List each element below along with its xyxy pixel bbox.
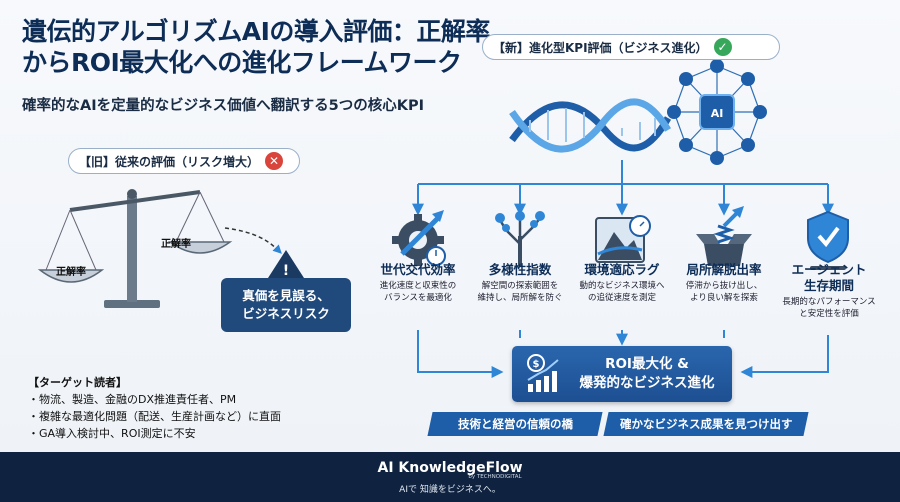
check-icon: ✓: [713, 38, 732, 56]
kpi-desc: 長期的なパフォーマンス: [782, 297, 876, 307]
new-eval-pill: 【新】進化型KPI評価（ビジネス進化） ✓: [482, 34, 780, 60]
kpi-adaptation-lag: 環境適応ラグ 動的なビジネス環境への追従速度を測定: [572, 262, 672, 304]
banner-text: 確かなビジネス成果を見つけ出す: [619, 417, 793, 431]
roi-box: $ ROI最大化 & 爆発的なビジネス進化: [512, 346, 732, 402]
banner-text: 技術と経営の信頼の橋: [457, 417, 573, 431]
scale-right-label: 正解率: [161, 237, 191, 250]
kpi-title: 環境適応ラグ: [584, 262, 660, 277]
warning-icon: !: [268, 250, 304, 279]
kpi-desc: より良い解を探索: [690, 293, 758, 303]
kpi-desc: 停滞から抜け出し、: [685, 281, 763, 291]
mountain-clock-icon: [595, 215, 651, 263]
kpi-desc: の追従速度を測定: [587, 293, 656, 303]
target-readers: 【ターゲット読者】 ・物流、製造、金融のDX推進責任者、PM ・複雑な最適化問題…: [28, 374, 358, 442]
kpi-diversity-index: 多様性指数 解空間の探索範囲を維持し、局所解を防ぐ: [470, 262, 570, 304]
target-heading: 【ターゲット読者】: [28, 376, 127, 389]
target-item: ・物流、製造、金融のDX推進責任者、PM: [28, 393, 237, 406]
page-title: 遺伝的アルゴリズムAIの導入評価：正解率からROI最大化への進化フレームワーク: [22, 17, 490, 77]
cross-icon: ✕: [265, 152, 284, 170]
kpi-desc: 動的なビジネス環境へ: [579, 281, 665, 291]
kpi-title-2: 生存期間: [803, 278, 854, 293]
diagram-graphics: AI !: [37, 59, 849, 378]
shield-check-icon: [807, 210, 849, 270]
box-spring-icon: [696, 206, 752, 266]
page-subtitle: 確率的なAIを定量的なビジネス価値へ翻訳する5つの核心KPI: [22, 98, 424, 114]
kpi-title: 局所解脱出率: [686, 262, 762, 277]
kpi-title: エージェント: [791, 262, 867, 277]
kpi-local-escape-rate: 局所解脱出率 停滞から抜け出し、より良い解を探索: [674, 262, 774, 304]
kpi-title: 世代交代効率: [380, 262, 456, 277]
kpi-desc: 維持し、局所解を防ぐ: [477, 293, 563, 303]
balance-scale-icon: 正解率 正解率: [37, 189, 233, 308]
warning-line-2: ビジネスリスク: [242, 306, 330, 321]
kpi-desc: 進化速度と収束性の: [379, 281, 457, 291]
dollar-growth-icon: $: [527, 354, 559, 392]
tree-icon: [495, 211, 545, 266]
dna-helix-icon: [509, 98, 672, 153]
business-risk-box: 真価を見誤る、 ビジネスリスク: [221, 278, 351, 332]
roi-line-1: ROI最大化 &: [605, 356, 689, 372]
old-eval-pill: 【旧】従来の評価（リスク増大） ✕: [68, 148, 300, 174]
target-item: ・複雑な最適化問題（配送、生産計画など）に直面: [28, 410, 281, 423]
footer-brand: AI KnowledgeFlow: [377, 460, 523, 476]
svg-text:!: !: [283, 263, 289, 279]
footer-by: by TECHNODIGITAL: [468, 474, 522, 480]
new-eval-label: 【新】進化型KPI評価（ビジネス進化）: [493, 40, 708, 55]
banner-trust-bridge: 技術と経営の信頼の橋: [427, 412, 603, 436]
footer-tagline: AIで 知識をビジネスへ。: [399, 485, 501, 495]
roi-line-2: 爆発的なビジネス進化: [579, 375, 715, 391]
ai-chip-label: AI: [711, 107, 724, 120]
kpi-desc: と安定性を評価: [799, 309, 859, 319]
kpi-desc: 解空間の探索範囲を: [481, 281, 559, 291]
old-eval-label: 【旧】従来の評価（リスク増大）: [79, 154, 260, 169]
footer: AI KnowledgeFlow by TECHNODIGITAL AIで 知識…: [0, 452, 900, 502]
kpi-agent-lifetime: エージェント 生存期間 長期的なパフォーマンスと安定性を評価: [776, 262, 882, 320]
banner-business-results: 確かなビジネス成果を見つけ出す: [603, 412, 809, 436]
target-item: ・GA導入検討中、ROI測定に不安: [28, 427, 196, 440]
warning-line-1: 真価を見誤る、: [242, 288, 330, 303]
kpi-generation-efficiency: 世代交代効率 進化速度と収束性のバランスを最適化: [368, 262, 468, 304]
scale-left-label: 正解率: [56, 265, 86, 278]
kpi-desc: バランスを最適化: [384, 293, 452, 303]
svg-text:$: $: [533, 359, 540, 370]
kpi-title: 多様性指数: [488, 262, 552, 277]
ai-network-icon: AI: [667, 59, 767, 165]
gear-arrow-icon: [392, 210, 446, 266]
